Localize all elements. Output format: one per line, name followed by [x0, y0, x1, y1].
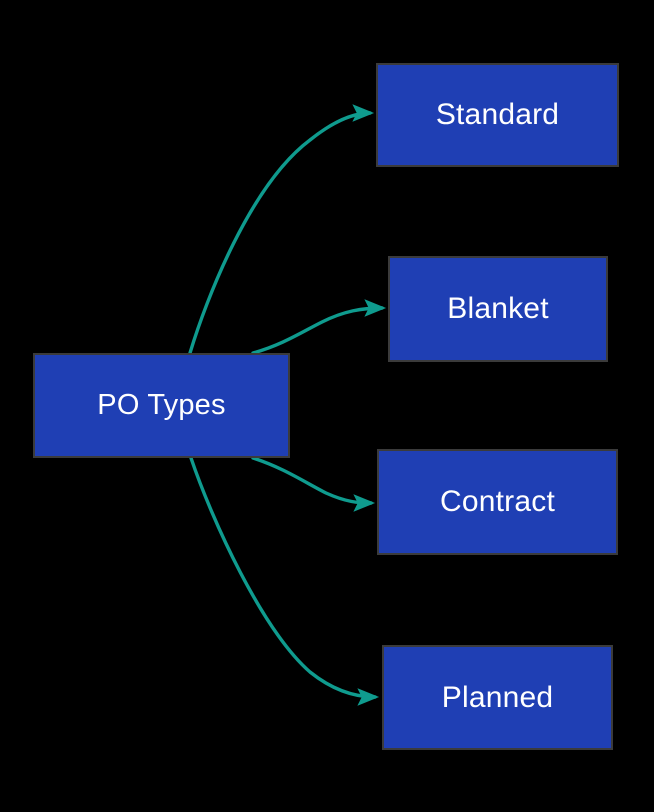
node-blanket-label: Blanket [447, 292, 549, 325]
edge-po-types-to-blanket [251, 299, 387, 355]
node-planned[interactable]: Planned [382, 645, 613, 750]
node-standard[interactable]: Standard [376, 63, 619, 167]
node-planned-label: Planned [441, 680, 554, 714]
node-standard-label: Standard [435, 98, 560, 131]
node-po-types[interactable]: PO Types [33, 353, 290, 458]
node-contract[interactable]: Contract [377, 449, 618, 555]
node-contract-label: Contract [440, 485, 555, 518]
node-blanket[interactable]: Blanket [388, 256, 608, 362]
edge-po-types-to-contract [251, 456, 376, 512]
edge-po-types-to-planned [189, 456, 380, 706]
edge-po-types-to-standard [188, 104, 375, 355]
node-po-types-label: PO Types [97, 389, 226, 421]
